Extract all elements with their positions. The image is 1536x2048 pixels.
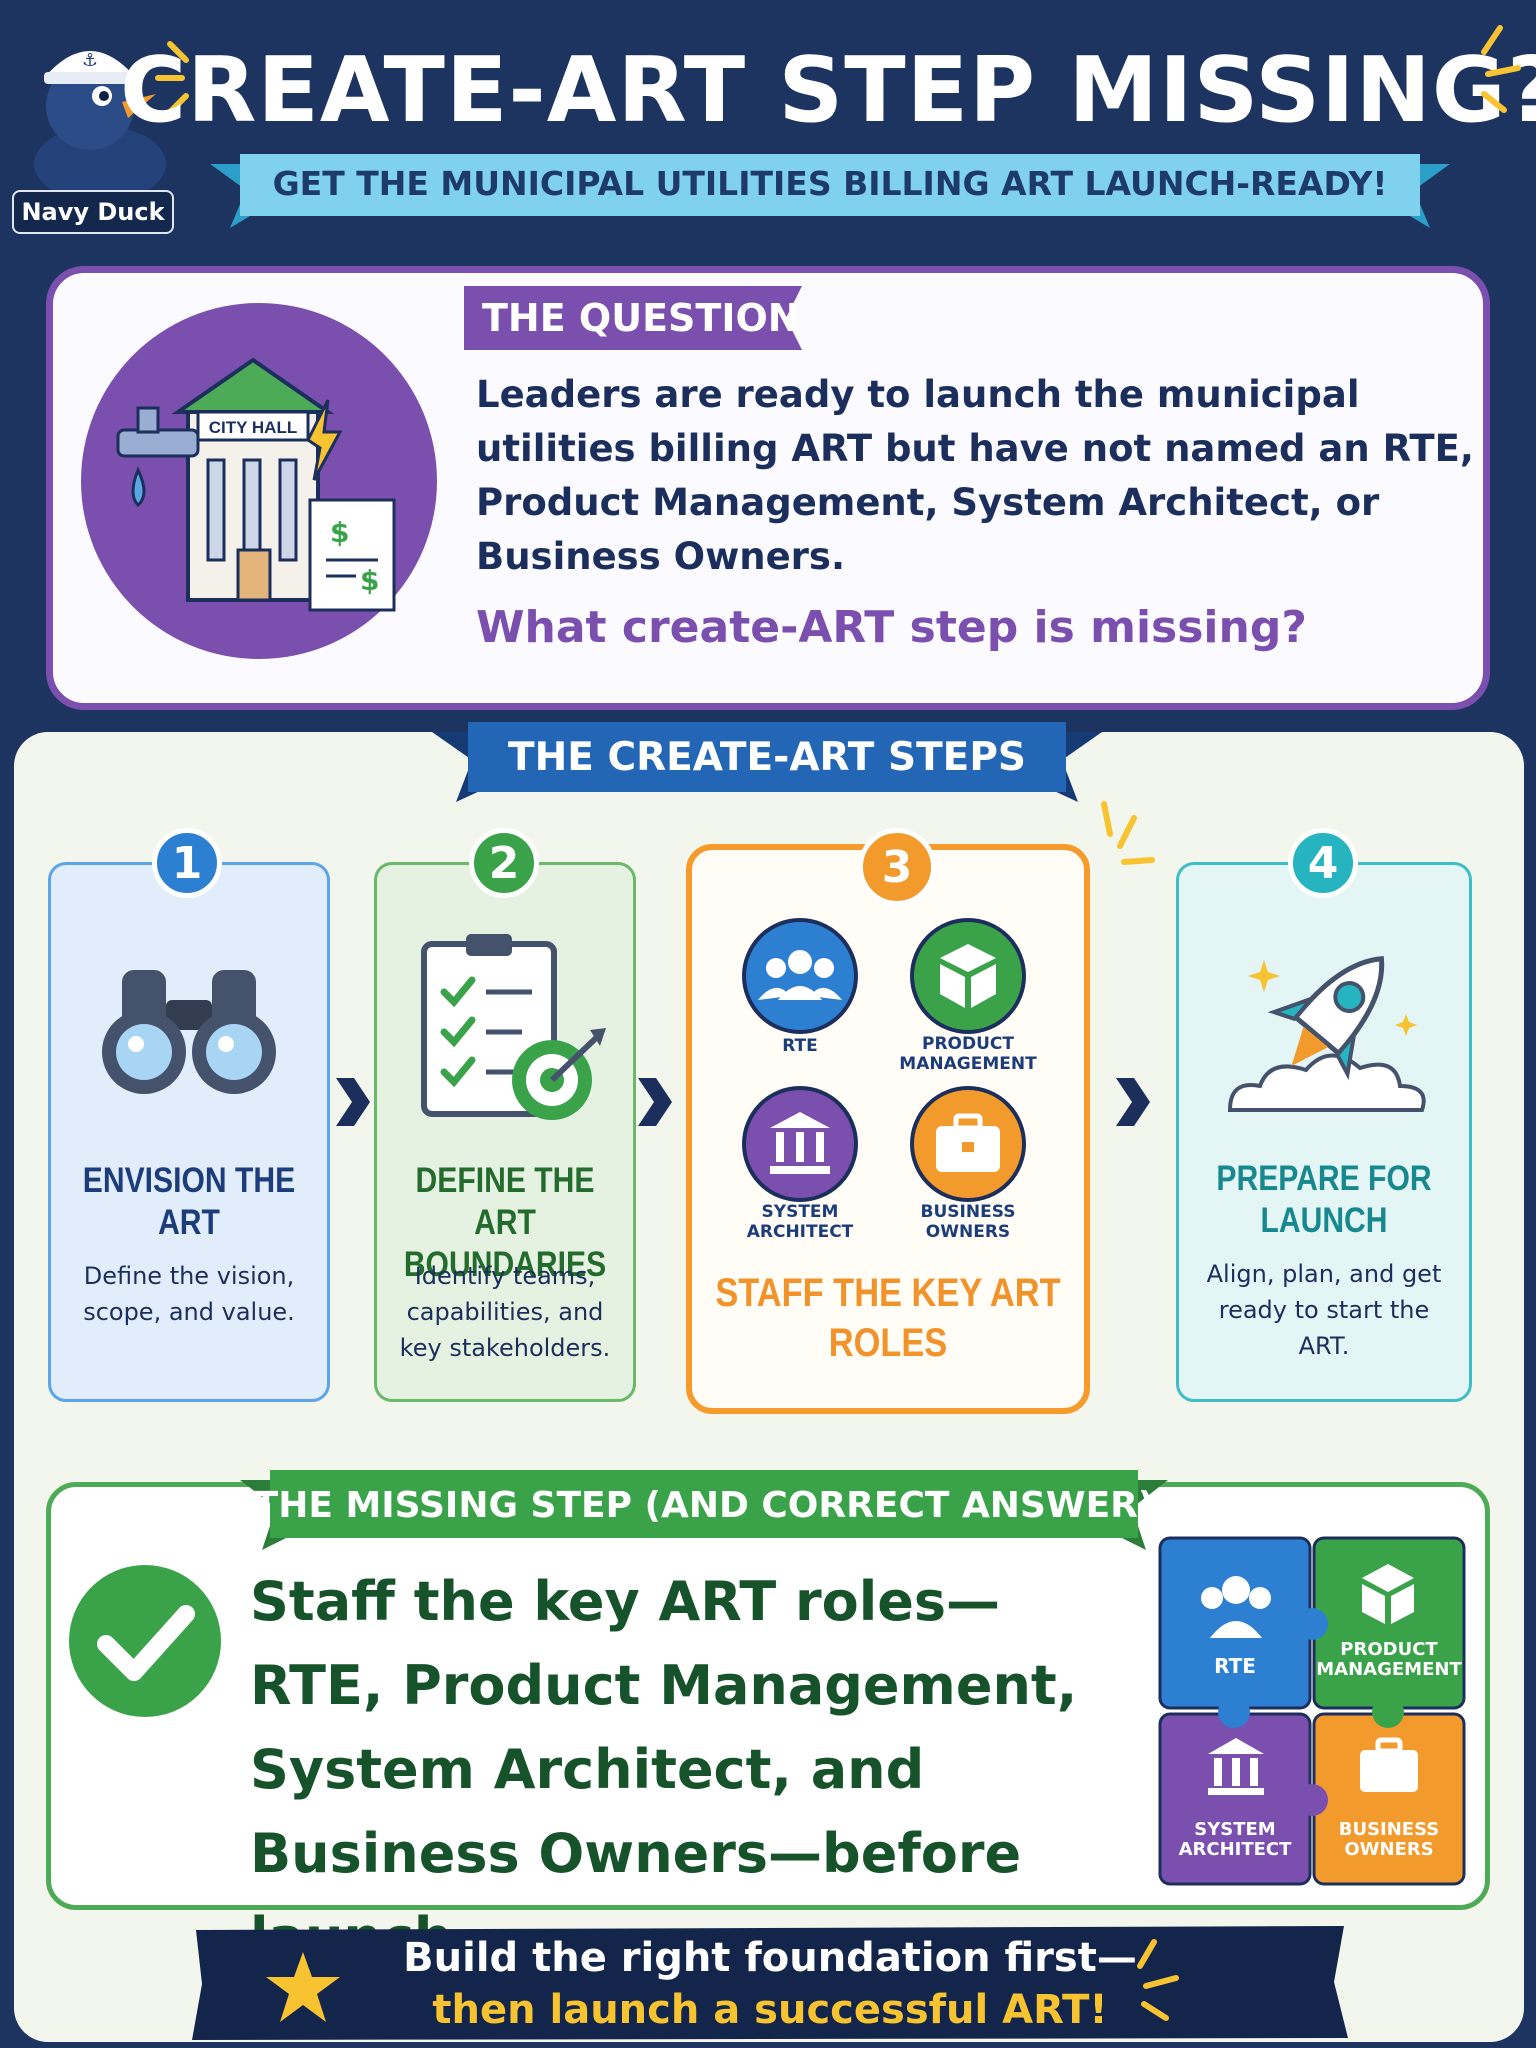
subtitle-ribbon — [210, 154, 1450, 228]
step-card-4 — [1176, 862, 1472, 1402]
footer-banner-shape — [192, 1926, 1348, 2040]
question-body: Leaders are ready to launch the municipa… — [476, 373, 1474, 578]
step-card-1 — [48, 862, 330, 1402]
chevron-right-icon — [336, 1078, 370, 1126]
svg-text:⚓: ⚓ — [82, 50, 98, 71]
answer-banner-shape — [240, 1470, 1168, 1550]
navy-duck-mascot-icon: ⚓ — [34, 50, 166, 202]
svg-text:$: $ — [330, 516, 349, 549]
question-tag: THE QUESTION — [482, 296, 800, 340]
steps-banner: THE CREATE-ART STEPS — [508, 734, 1026, 780]
puzzle-label-system-architect: SYSTEM ARCHITECT — [1178, 1819, 1292, 1860]
footer-line-2: then launch a successful ART! — [432, 1987, 1108, 2033]
rocket-icon — [1227, 956, 1426, 1112]
step-number-4: 4 — [1288, 828, 1358, 898]
puzzle-label-business-owners: BUSINESS OWNERS — [1338, 1819, 1440, 1860]
step-title-2: DEFINE THE ART BOUNDARIES — [403, 1161, 607, 1284]
chevron-right-icon — [1116, 1078, 1150, 1126]
page-title: CREATE-ART STEP MISSING? — [120, 37, 1536, 143]
briefcase-icon — [910, 1086, 1026, 1202]
burst-lines-right-icon — [1481, 25, 1521, 113]
role-label-product-management: PRODUCT MANAGEMENT — [899, 1034, 1037, 1074]
subtitle-text: GET THE MUNICIPAL UTILITIES BILLING ART … — [272, 163, 1388, 203]
role-label-rte: RTE — [782, 1036, 818, 1056]
puzzle-label-rte: RTE — [1214, 1654, 1256, 1678]
question-ask: What create-ART step is missing? — [476, 602, 1307, 653]
step-number-1: 1 — [152, 828, 222, 898]
svg-text:$: $ — [360, 564, 379, 597]
step-number-3: 3 — [858, 828, 936, 906]
burst-lines-left-icon — [155, 41, 189, 115]
answer-line-3: System Architect, and — [250, 1738, 925, 1801]
building-icon — [742, 1086, 858, 1202]
roles-puzzle-graphic — [1158, 1536, 1466, 1886]
box-icon — [910, 918, 1026, 1034]
chevron-right-icon — [638, 1078, 672, 1126]
people-icon — [742, 918, 858, 1034]
step-title-3: STAFF THE KEY ART ROLES — [715, 1271, 1061, 1365]
burst-lines-footer-icon — [1137, 1939, 1179, 2021]
binoculars-icon — [102, 970, 276, 1094]
step-title-1: ENVISION THE ART — [82, 1161, 296, 1242]
city-hall-utilities-illustration: CITY HALL $ $ — [81, 303, 437, 659]
star-icon — [266, 1952, 340, 2022]
step-number-2: 2 — [469, 828, 539, 898]
step-description-4: Align, plan, and get ready to start the … — [1206, 1260, 1442, 1360]
steps-banner-shape — [432, 722, 1102, 802]
step-title-4: PREPARE FOR LAUNCH — [1216, 1159, 1432, 1240]
role-label-system-architect: SYSTEM ARCHITECT — [746, 1202, 854, 1242]
answer-text: Staff the key ART roles— RTE, Product Ma… — [250, 1560, 1150, 1980]
highlight-burst-icon — [1101, 801, 1155, 865]
puzzle-label-product-management: PRODUCT MANAGEMENT — [1316, 1639, 1462, 1680]
role-label-business-owners: BUSINESS OWNERS — [920, 1202, 1016, 1242]
footer-line-1: Build the right foundation first— — [403, 1935, 1137, 1981]
brand-label: Navy Duck — [12, 190, 174, 234]
question-tag-shape — [464, 286, 802, 350]
svg-text:CITY HALL: CITY HALL — [209, 418, 297, 437]
answer-line-2: RTE, Product Management, — [250, 1654, 1078, 1717]
checklist-target-icon — [421, 934, 606, 1120]
answer-banner: THE MISSING STEP (AND CORRECT ANSWER) — [253, 1484, 1155, 1526]
checkmark-icon — [69, 1565, 221, 1717]
step-description-1: Define the vision, scope, and value. — [83, 1262, 295, 1326]
answer-line-1: Staff the key ART roles— — [250, 1570, 1001, 1633]
step-description-2: Identify teams, capabilities, and key st… — [399, 1262, 611, 1362]
